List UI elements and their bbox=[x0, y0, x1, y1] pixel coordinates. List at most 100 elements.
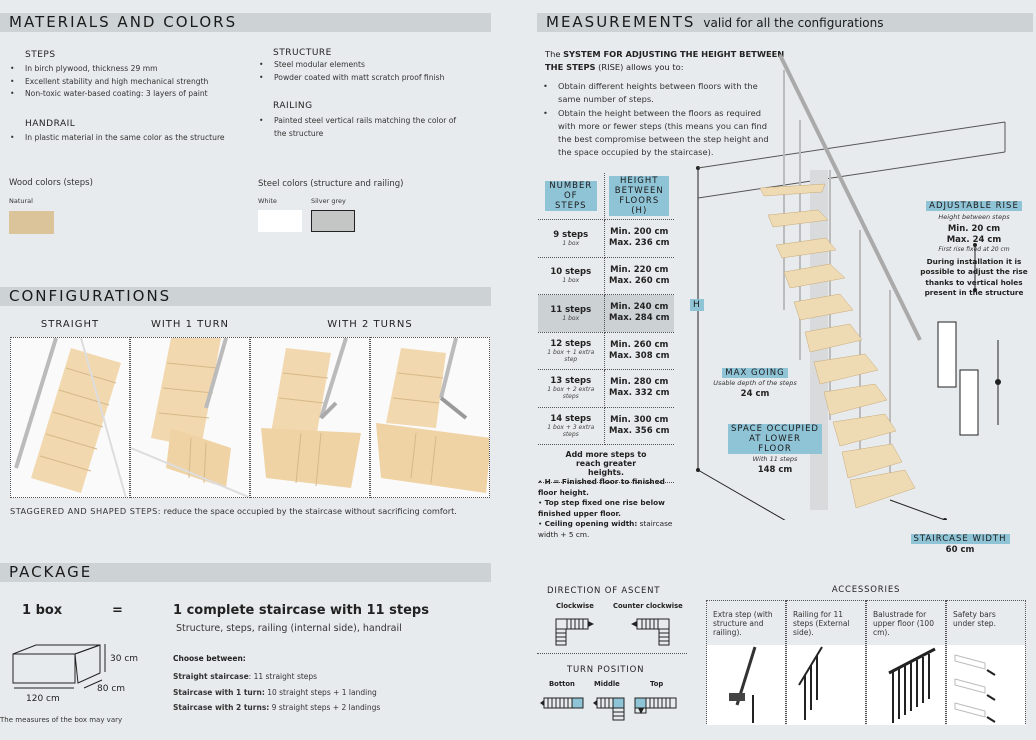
adjustable-rise-callout: ADJUSTABLE RISE Height between steps Min… bbox=[912, 193, 1036, 298]
package-box-label: 1 box bbox=[22, 603, 63, 618]
max-going-callout: MAX GOING Usable depth of the steps 24 c… bbox=[705, 360, 805, 399]
two-turns-staircase-a-illustration bbox=[261, 338, 361, 488]
space-occupied-sub: With 11 steps bbox=[752, 455, 798, 463]
straight-staircase-illustration bbox=[14, 338, 127, 497]
turn-top-label: Top bbox=[650, 680, 664, 688]
box-width: 120 cm bbox=[26, 694, 60, 704]
list-item: Excellent stability and high mechanical … bbox=[8, 76, 248, 89]
box-depth: 80 cm bbox=[97, 684, 126, 694]
package-options: Straight staircase: 11 straight steps St… bbox=[173, 669, 380, 716]
accessory-safety-bars: Safety bars under step. bbox=[946, 600, 1026, 725]
materials-title: MATERIALS AND COLORS bbox=[9, 13, 238, 31]
table-footer: Add more steps to reach greater heights. bbox=[538, 444, 674, 483]
accessory-extra-step-image bbox=[707, 645, 785, 725]
adjustable-rise-sub: Height between steps bbox=[938, 213, 1010, 221]
accessories-title: ACCESSORIES bbox=[831, 585, 901, 595]
steps-group bbox=[759, 183, 916, 509]
config-label-2-turns: WITH 2 TURNS bbox=[327, 319, 413, 330]
list-item: Non-toxic water-based coating: 3 layers … bbox=[8, 88, 248, 101]
measurements-intro: The SYSTEM FOR ADJUSTING THE HEIGHT BETW… bbox=[545, 49, 785, 72]
accessory-balustrade-image bbox=[867, 645, 945, 725]
package-headline: 1 complete staircase with 11 steps bbox=[173, 603, 429, 618]
list-item: In birch plywood, thickness 29 mm bbox=[8, 63, 248, 76]
package-equals: = bbox=[112, 603, 123, 618]
steps-heading: STEPS bbox=[25, 50, 56, 60]
package-option: Straight staircase: 11 straight steps bbox=[173, 672, 318, 681]
max-going-value: 24 cm bbox=[740, 389, 770, 399]
accessory-label: Railing for 11 steps (External side). bbox=[793, 610, 850, 637]
accessory-label: Extra step (with structure and railing). bbox=[713, 610, 773, 637]
turn-middle-icon[interactable] bbox=[593, 696, 628, 722]
package-title: PACKAGE bbox=[9, 563, 93, 581]
list-item: In plastic material in the same color as… bbox=[8, 132, 248, 145]
list-item: Powder coated with matt scratch proof fi… bbox=[257, 72, 477, 85]
swatch-silver-grey bbox=[311, 210, 355, 232]
swatch-white-label: White bbox=[258, 197, 277, 205]
adjustable-rise-max: Max. 24 cm bbox=[946, 235, 1002, 245]
structure-list: Steel modular elements Powder coated wit… bbox=[257, 59, 477, 84]
config-image-2-turns-a bbox=[250, 337, 370, 498]
config-image-1-turn bbox=[130, 337, 250, 498]
accessory-extra-step: Extra step (with structure and railing). bbox=[706, 600, 786, 725]
handrail-list: In plastic material in the same color as… bbox=[8, 132, 248, 145]
config-label-1-turn: WITH 1 TURN bbox=[150, 319, 230, 330]
accessory-label: Safety bars under step. bbox=[953, 610, 996, 628]
list-item: • H = Finished floor to finished floor h… bbox=[538, 477, 665, 497]
two-turns-staircase-b-illustration bbox=[376, 338, 489, 493]
list-item: • Ceiling opening width: staircase width… bbox=[538, 519, 673, 539]
adjustable-rise-fixed: First rise fixed at 20 cm bbox=[938, 246, 1010, 253]
turn-bottom-label: Botton bbox=[549, 680, 575, 688]
list-item: Obtain different heights between floors … bbox=[541, 80, 781, 107]
steps-list: In birch plywood, thickness 29 mm Excell… bbox=[8, 63, 248, 101]
turn-middle-label: Middle bbox=[594, 680, 620, 688]
config-label-straight: STRAIGHT bbox=[40, 319, 100, 330]
direction-title: DIRECTION OF ASCENT bbox=[547, 586, 661, 596]
h-label: H bbox=[690, 292, 704, 311]
note-text: reduce the space occupied by the stairca… bbox=[161, 506, 457, 516]
measurements-title: MEASUREMENTS bbox=[546, 13, 696, 31]
adjustable-rise-info: During installation it is possible to ad… bbox=[920, 257, 1028, 297]
clockwise-icon[interactable] bbox=[555, 618, 595, 648]
steel-colors-label: Steel colors (structure and railing) bbox=[258, 179, 404, 189]
package-option: Staircase with 1 turn: 10 straight steps… bbox=[173, 687, 377, 697]
accessory-balustrade: Balustrade for upper floor (100 cm). bbox=[866, 600, 946, 725]
space-occupied-tag: SPACE OCCUPIED AT LOWER FLOOR bbox=[728, 424, 822, 454]
list-item: Painted steel vertical rails matching th… bbox=[257, 115, 457, 140]
direction-divider bbox=[537, 653, 687, 654]
structure-heading: STRUCTURE bbox=[273, 48, 332, 58]
choose-label: Choose between: bbox=[173, 654, 246, 663]
turn-position-title: TURN POSITION bbox=[567, 665, 645, 675]
adjustable-rise-bracket-icon bbox=[937, 321, 1001, 436]
counter-clockwise-icon[interactable] bbox=[630, 618, 670, 648]
turn-top-icon[interactable] bbox=[634, 696, 679, 716]
box-note: The measures of the box may vary bbox=[0, 716, 123, 724]
measurement-notes: • H = Finished floor to finished floor h… bbox=[538, 477, 678, 540]
direction-counter-clockwise-label: Counter clockwise bbox=[613, 602, 683, 610]
adjustable-rise-tag: ADJUSTABLE RISE bbox=[926, 201, 1022, 211]
turn-bottom-icon[interactable] bbox=[540, 696, 585, 712]
configurations-header: CONFIGURATIONS bbox=[0, 287, 491, 306]
wood-colors-label: Wood colors (steps) bbox=[9, 178, 93, 188]
config-image-2-turns-b bbox=[370, 337, 490, 498]
staircase-width-tag: STAIRCASE WIDTH bbox=[910, 534, 1010, 544]
staircase-width-callout: STAIRCASE WIDTH 60 cm bbox=[910, 526, 1010, 555]
one-turn-staircase-illustration bbox=[131, 338, 249, 497]
configurations-note: STAGGERED AND SHAPED STEPS: reduce the s… bbox=[10, 506, 457, 516]
col-height-between-floors: HEIGHT BETWEEN FLOORS (H) bbox=[609, 176, 670, 216]
package-subline: Structure, steps, railing (internal side… bbox=[176, 623, 402, 634]
materials-header: MATERIALS AND COLORS bbox=[0, 13, 491, 32]
handrail-heading: HANDRAIL bbox=[25, 119, 76, 129]
box-height: 30 cm bbox=[110, 654, 139, 664]
list-item: Steel modular elements bbox=[257, 59, 477, 72]
table-header: NUMBER OF STEPS HEIGHT BETWEEN FLOORS (H… bbox=[538, 173, 674, 220]
swatch-silver-label: Silver grey bbox=[311, 197, 346, 205]
swatch-natural-label: Natural bbox=[9, 197, 33, 205]
package-header: PACKAGE bbox=[0, 563, 491, 582]
space-occupied-callout: SPACE OCCUPIED AT LOWER FLOOR With 11 st… bbox=[725, 424, 825, 475]
list-item: • Top step fixed one rise below finished… bbox=[538, 498, 665, 518]
